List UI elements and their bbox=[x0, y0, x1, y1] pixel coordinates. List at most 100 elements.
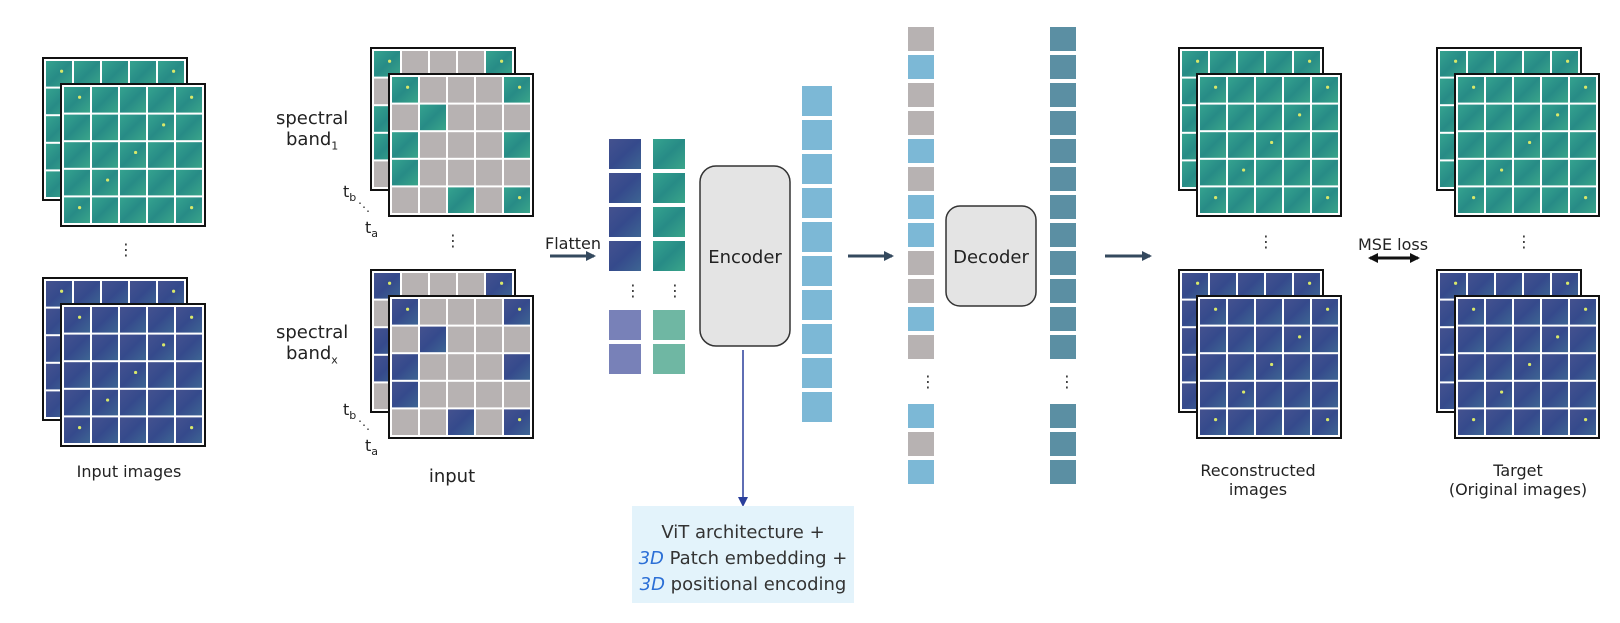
image-tile bbox=[1200, 187, 1226, 213]
latent-token bbox=[908, 404, 934, 428]
image-tile bbox=[1182, 273, 1208, 299]
image-tile bbox=[1210, 273, 1236, 299]
masked-tile bbox=[476, 299, 502, 325]
image-tile bbox=[148, 334, 174, 361]
tile-highlight bbox=[1566, 59, 1570, 63]
image-tile bbox=[1514, 354, 1540, 380]
tile-highlight bbox=[1584, 307, 1588, 311]
image-tile bbox=[392, 381, 418, 408]
masked-tile bbox=[476, 132, 502, 158]
image-tile bbox=[1228, 326, 1254, 353]
image-tile bbox=[504, 299, 530, 325]
image-tile bbox=[176, 362, 202, 388]
tile-highlight bbox=[134, 370, 138, 375]
tile-highlight bbox=[190, 426, 194, 430]
image-tile bbox=[1312, 132, 1338, 158]
masked-tile bbox=[476, 381, 502, 408]
band-subscript-x: x bbox=[331, 353, 338, 367]
input-vdots: ⋮ bbox=[445, 231, 461, 250]
image-tile bbox=[504, 354, 530, 380]
image-tile bbox=[420, 326, 446, 353]
image-tile bbox=[1570, 299, 1596, 325]
patch-blue bbox=[609, 139, 641, 169]
tile-highlight bbox=[1326, 85, 1330, 89]
image-tile bbox=[1486, 187, 1512, 213]
image-tile bbox=[420, 104, 446, 131]
image-tile bbox=[158, 281, 184, 307]
tile-highlight bbox=[78, 206, 82, 210]
image-tile bbox=[130, 281, 156, 307]
latent-vdots: ⋮ bbox=[920, 372, 936, 391]
image-tile bbox=[1312, 381, 1338, 408]
tile-highlight bbox=[518, 307, 522, 311]
image-tile bbox=[120, 197, 146, 223]
masked-tile bbox=[402, 51, 428, 77]
decoder-output-token bbox=[1050, 279, 1076, 303]
tile-highlight bbox=[1472, 196, 1476, 200]
image-tile bbox=[1182, 51, 1208, 77]
image-tile bbox=[148, 417, 174, 443]
image-tile bbox=[1256, 354, 1282, 380]
tile-highlight bbox=[172, 289, 176, 293]
target-label: Target (Original images) bbox=[1449, 461, 1587, 499]
masked-tile bbox=[476, 104, 502, 131]
tile-highlight bbox=[1214, 196, 1218, 200]
image-tile bbox=[1542, 159, 1568, 186]
tile-highlight bbox=[518, 418, 522, 422]
image-tile bbox=[120, 87, 146, 113]
masked-tile bbox=[476, 326, 502, 353]
image-tile bbox=[1458, 77, 1484, 103]
image-tile bbox=[64, 389, 90, 416]
image-tile bbox=[1256, 299, 1282, 325]
output-token-vdots: ⋮ bbox=[1059, 372, 1075, 391]
latent-token bbox=[908, 223, 934, 247]
image-tile bbox=[1256, 104, 1282, 131]
tile-highlight bbox=[162, 123, 166, 127]
tile-highlight bbox=[162, 343, 166, 347]
decoder-output-token bbox=[1050, 251, 1076, 275]
tile-highlight bbox=[518, 85, 522, 89]
image-tile bbox=[176, 417, 202, 443]
image-tile bbox=[486, 51, 512, 77]
decoder-label: Decoder bbox=[953, 247, 1029, 268]
image-tile bbox=[92, 362, 118, 388]
image-tile bbox=[1542, 326, 1568, 353]
image-tile bbox=[1312, 159, 1338, 186]
tile-highlight bbox=[406, 307, 410, 311]
image-tile bbox=[1256, 326, 1282, 353]
tile-highlight bbox=[388, 59, 392, 63]
image-tile bbox=[448, 187, 474, 213]
masked-tile bbox=[430, 273, 456, 299]
tile-highlight bbox=[1454, 281, 1458, 285]
masked-tile bbox=[448, 77, 474, 103]
t-a-text-2: t bbox=[365, 436, 372, 455]
masked-tile bbox=[420, 299, 446, 325]
image-tile bbox=[92, 417, 118, 443]
tile-highlight bbox=[1584, 418, 1588, 422]
decoder-output-token bbox=[1050, 460, 1076, 484]
mask-token bbox=[908, 251, 934, 275]
decoder-output-token bbox=[1050, 139, 1076, 163]
t-a-sub-2: a bbox=[371, 445, 379, 459]
image-tile bbox=[148, 362, 174, 388]
masked-tile bbox=[448, 326, 474, 353]
tile-highlight bbox=[500, 281, 504, 285]
encoder-token bbox=[802, 222, 832, 252]
flatten-label: Flatten bbox=[545, 234, 601, 253]
image-tile bbox=[64, 142, 90, 168]
image-tile bbox=[64, 114, 90, 141]
masked-stack-green-front bbox=[388, 73, 534, 217]
masked-tile bbox=[476, 77, 502, 103]
tile-highlight bbox=[1308, 281, 1312, 285]
image-tile bbox=[1228, 104, 1254, 131]
tile-highlight bbox=[190, 206, 194, 210]
target-stack-green-front bbox=[1454, 73, 1600, 217]
encoder-token bbox=[802, 256, 832, 286]
image-tile bbox=[1294, 273, 1320, 299]
image-tile bbox=[1238, 273, 1264, 299]
ddots-1: ⋱ bbox=[358, 200, 370, 214]
patch-green bbox=[653, 139, 685, 169]
image-tile bbox=[1542, 381, 1568, 408]
tile-highlight bbox=[1326, 307, 1330, 311]
